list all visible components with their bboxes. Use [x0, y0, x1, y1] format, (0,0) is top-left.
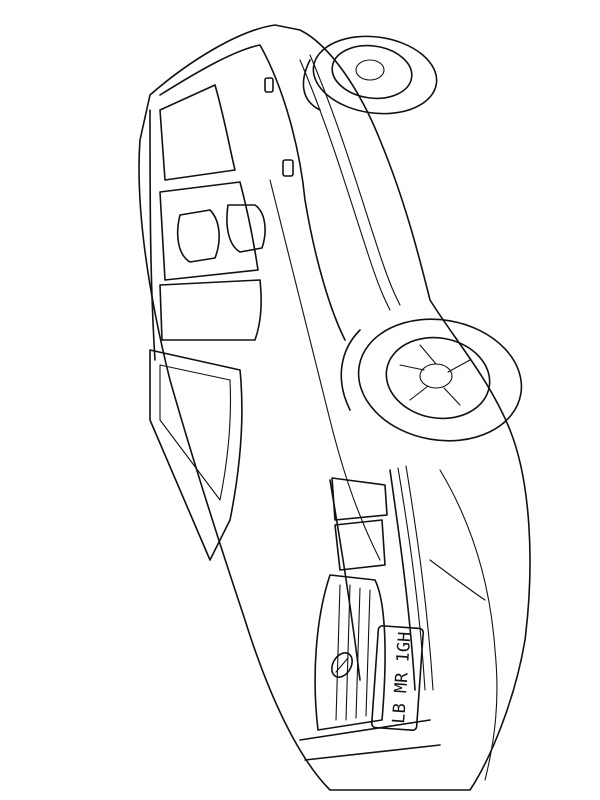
front-door-handle [282, 159, 294, 177]
license-plate: LB MR 1GH [370, 625, 425, 732]
car-body-outline [138, 24, 531, 791]
seat-back [176, 209, 220, 263]
hood-line-2 [405, 465, 434, 691]
front-bumper [299, 719, 441, 761]
opel-logo-icon [331, 652, 353, 678]
hood-line-1 [397, 467, 426, 691]
rear-wheel [302, 35, 438, 115]
seat-back-2 [226, 204, 266, 253]
open-door [149, 349, 243, 561]
middle-side-window [159, 181, 259, 281]
roof-rail [149, 109, 156, 361]
roof-outline [159, 44, 346, 341]
door-window [159, 364, 232, 501]
grille [314, 574, 386, 731]
front-side-window [159, 279, 262, 341]
headlight [331, 477, 388, 571]
license-plate-text: LB MR 1GH [389, 631, 415, 724]
fender-line [439, 469, 498, 781]
fender-line-2 [429, 559, 486, 601]
body-crease [269, 179, 381, 561]
side-trim-2 [309, 54, 401, 306]
side-trim-1 [299, 59, 391, 311]
front-wheel [340, 318, 523, 442]
rear-side-window [159, 84, 236, 181]
rear-door-handle [264, 77, 274, 93]
